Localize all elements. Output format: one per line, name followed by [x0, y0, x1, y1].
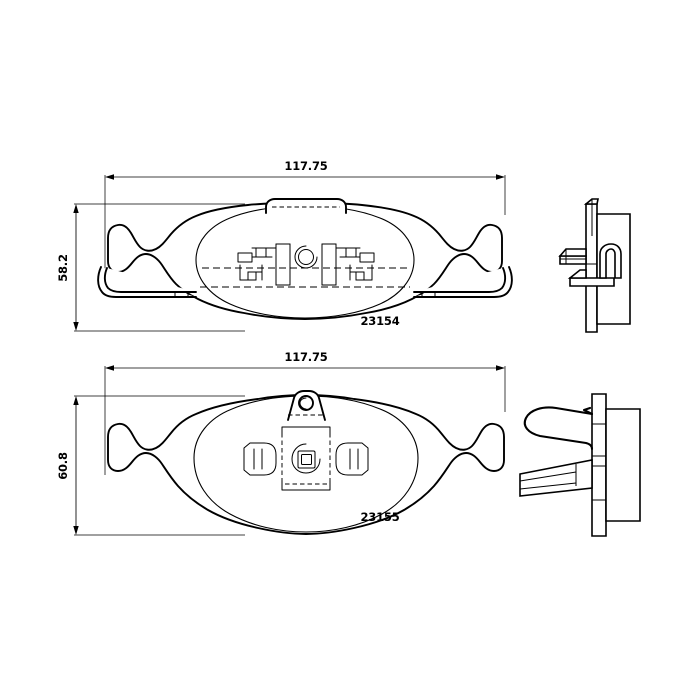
upper-center-boss [294, 245, 318, 269]
lower-friction-material [193, 395, 419, 533]
upper-part-number-label: 23154 [360, 314, 399, 328]
upper-top-lug [265, 198, 347, 214]
upper-left-spring-clip [97, 266, 197, 298]
upper-width-label: 117.75 [284, 159, 327, 173]
upper-friction-material [195, 205, 415, 319]
lower-retaining-spring [523, 406, 594, 451]
upper-pad-view: 117.75 58.2 [56, 159, 513, 332]
lower-pad-view: 117.75 60.8 [56, 350, 506, 536]
upper-left-stamp-detail [237, 243, 291, 286]
lower-center-boss [243, 426, 369, 491]
lower-width-dimension: 117.75 [104, 350, 506, 475]
lower-height-label: 60.8 [56, 452, 70, 480]
upper-height-label: 58.2 [56, 254, 70, 282]
lower-side-view [519, 393, 641, 537]
lower-width-label: 117.75 [284, 350, 327, 364]
lower-top-tab-hole-inner [299, 397, 307, 410]
lower-height-dimension: 60.8 [56, 395, 245, 536]
upper-height-dimension: 58.2 [56, 203, 245, 332]
upper-right-spring-clip [413, 266, 513, 298]
upper-right-stamp-detail [321, 243, 375, 286]
upper-width-dimension: 117.75 [104, 159, 506, 280]
lower-part-number-label: 23155 [360, 510, 399, 524]
upper-backing-plate [107, 202, 503, 320]
upper-side-view [558, 198, 631, 333]
